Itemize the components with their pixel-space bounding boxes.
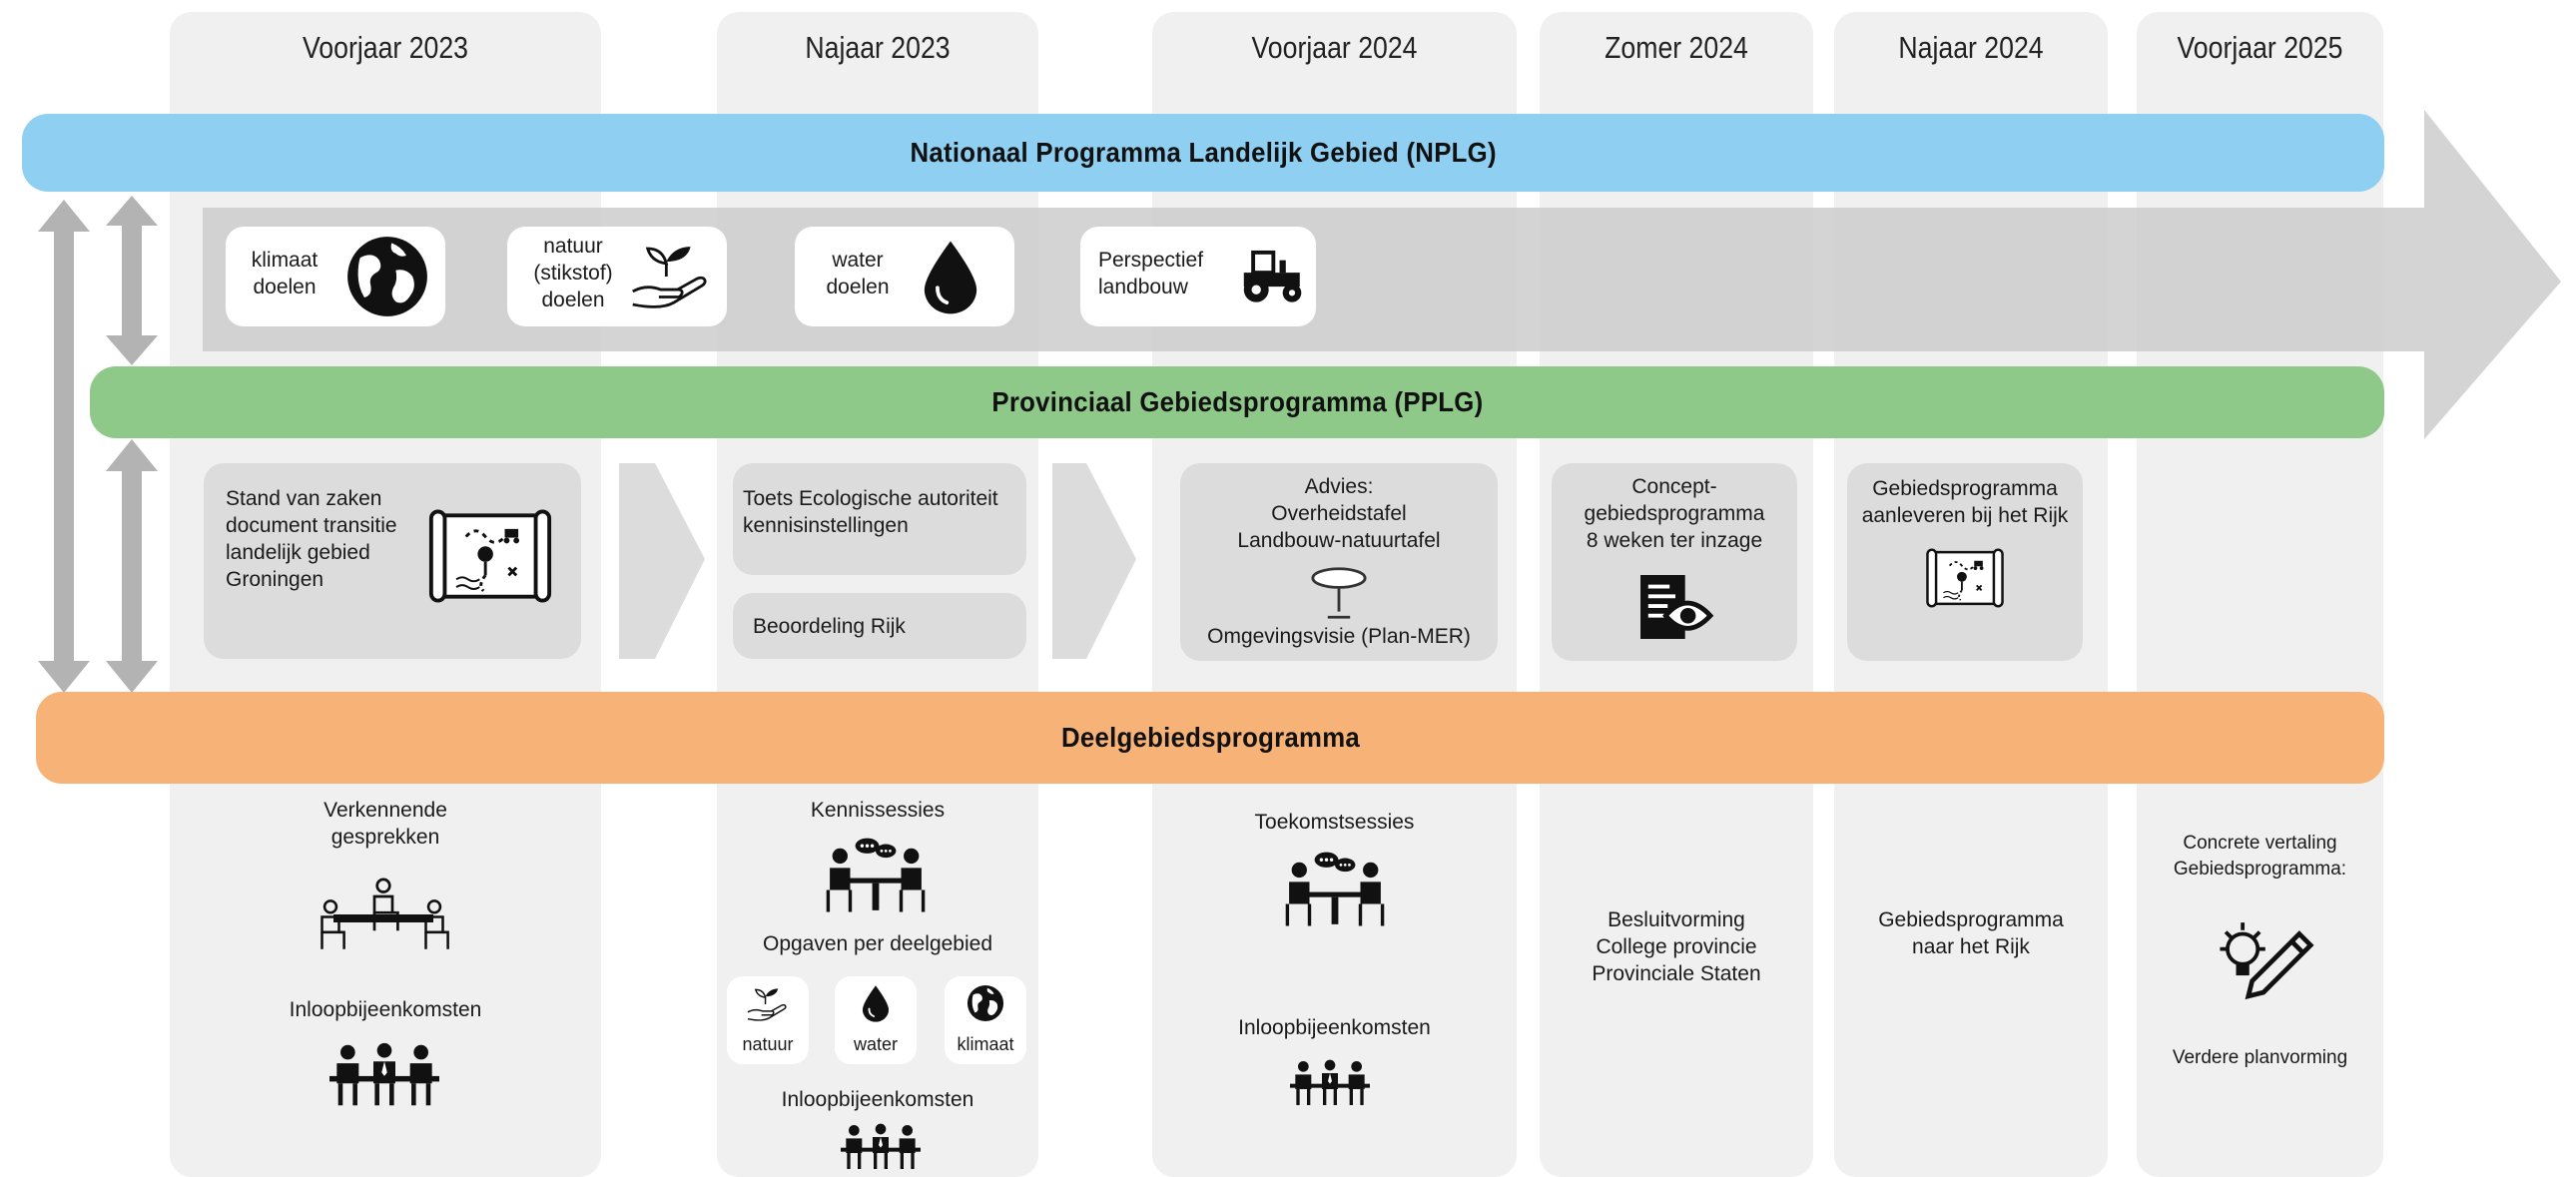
water-drop-icon bbox=[923, 239, 978, 314]
deel-col2-mid: Opgaven per deelgebied bbox=[762, 932, 992, 955]
nplg-band-label: Nationaal Programma Landelijk Gebied (NP… bbox=[910, 137, 1497, 168]
tractor-icon bbox=[1236, 249, 1306, 304]
column-header: Najaar 2024 bbox=[1898, 30, 2044, 65]
box-label: natuur bbox=[742, 1034, 794, 1054]
globe-icon bbox=[966, 984, 1004, 1022]
pplg-band-label: Provinciaal Gebiedsprogramma (PPLG) bbox=[990, 386, 1484, 417]
idea-pencil-icon bbox=[2211, 916, 2314, 1002]
discussion-table-icon bbox=[825, 837, 927, 914]
deelgebied-band: Deelgebiedsprogramma bbox=[36, 692, 2384, 784]
box-klimaat: klimaat bbox=[945, 976, 1026, 1064]
treasure-map-icon bbox=[427, 507, 553, 605]
deel-col2-title: Kennissessies bbox=[810, 799, 946, 822]
deel-col1-sub: Inloopbijeenkomsten bbox=[289, 998, 482, 1021]
goal-card-natuur: natuur(stikstof)doelen bbox=[507, 227, 727, 326]
card-text: Beoordeling Rijk bbox=[753, 615, 906, 638]
treasure-map-icon bbox=[1925, 547, 2005, 609]
column-header: Voorjaar 2025 bbox=[2177, 30, 2343, 65]
globe-icon bbox=[345, 235, 429, 318]
goal-label: natuur(stikstof)doelen bbox=[533, 235, 613, 311]
deel-col3-title: Toekomstsessies bbox=[1254, 811, 1415, 834]
column-bg-voorjaar-2025 bbox=[2137, 12, 2383, 1177]
document-eye-icon bbox=[1635, 573, 1715, 641]
column-header: Zomer 2024 bbox=[1605, 30, 1748, 65]
nplg-band: Nationaal Programma Landelijk Gebied (NP… bbox=[22, 114, 2384, 192]
box-natuur: natuur bbox=[727, 976, 809, 1064]
group-meeting-icon bbox=[1290, 1058, 1370, 1108]
group-meeting-icon bbox=[841, 1122, 921, 1172]
column-header: Najaar 2023 bbox=[805, 30, 951, 65]
deel-col2-sub: Inloopbijeenkomsten bbox=[781, 1088, 974, 1111]
card-text: Omgevingsvisie (Plan-MER) bbox=[1207, 625, 1471, 648]
plant-hand-icon bbox=[746, 984, 790, 1024]
column-header: Voorjaar 2023 bbox=[302, 30, 469, 65]
deel-col3-sub: Inloopbijeenkomsten bbox=[1238, 1016, 1431, 1039]
table-icon bbox=[1311, 565, 1367, 621]
pplg-band: Provinciaal Gebiedsprogramma (PPLG) bbox=[90, 366, 2384, 438]
plant-hand-icon bbox=[629, 239, 713, 314]
deelgebied-band-label: Deelgebiedsprogramma bbox=[1060, 722, 1360, 753]
box-label: klimaat bbox=[957, 1034, 1014, 1054]
deel-col6-sub: Verdere planvorming bbox=[2172, 1047, 2348, 1068]
box-label: water bbox=[853, 1034, 898, 1054]
discussion-table-icon bbox=[1284, 851, 1386, 928]
card-beoordeling: Beoordeling Rijk bbox=[733, 593, 1026, 659]
box-water: water bbox=[835, 976, 917, 1064]
water-drop-icon bbox=[862, 984, 890, 1022]
meeting-people-icon bbox=[320, 878, 450, 951]
group-meeting-icon bbox=[329, 1042, 439, 1108]
column-header: Voorjaar 2024 bbox=[1251, 30, 1418, 65]
